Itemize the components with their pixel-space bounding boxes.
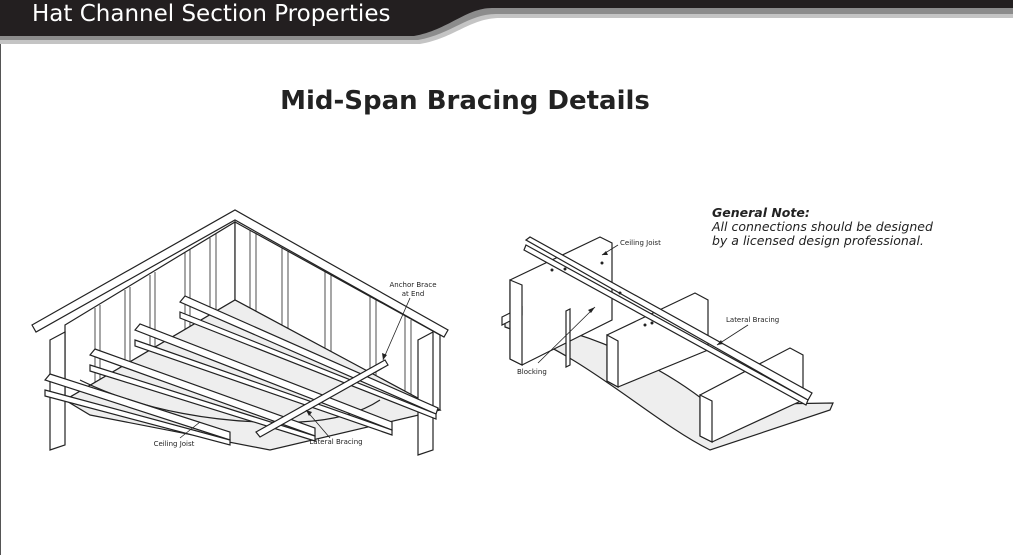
slide-left-border <box>0 44 1 555</box>
joist-4 <box>179 295 439 415</box>
label-lateral-bracing: Lateral Bracing <box>309 438 362 446</box>
right-wall-studs <box>249 230 412 396</box>
ceiling-joists <box>43 295 439 446</box>
right-lateral-bracing <box>524 236 813 401</box>
label-blocking: Blocking <box>517 368 547 376</box>
top-plate <box>31 209 449 338</box>
ceiling-joist-leader <box>179 421 201 439</box>
general-note: General Note: All connections should be … <box>712 206 972 248</box>
blocking-joist-2 <box>606 292 709 389</box>
left-corner-post <box>49 331 66 451</box>
note-heading: General Note: <box>712 205 810 220</box>
left-bracing-diagram: Anchor Brace at End Ceiling Joist Latera… <box>31 209 449 456</box>
note-body: All connections should be designed by a … <box>712 219 933 248</box>
anchor-brace-leader <box>382 297 411 361</box>
lateral-bracing-member <box>255 359 389 438</box>
joist-3 <box>134 323 393 431</box>
right-bracing-diagram: Ceiling Joist Lateral Bracing Blocking <box>501 236 834 451</box>
lateral-bracing-leader <box>305 409 331 439</box>
joist-2 <box>88 348 316 437</box>
lateral-bracing-leader-r <box>716 324 749 346</box>
label-ceiling-joist: Ceiling Joist <box>154 440 195 448</box>
label-anchor-brace-2: at End <box>402 290 425 298</box>
label-lateral-bracing-r: Lateral Bracing <box>726 316 779 324</box>
label-ceiling-joist-r: Ceiling Joist <box>620 239 661 247</box>
blocking-leader <box>537 306 596 364</box>
header-banner: Hat Channel Section Properties <box>0 0 1013 50</box>
label-anchor-brace-1: Anchor Brace <box>389 281 436 289</box>
page-title: Mid-Span Bracing Details <box>280 86 650 116</box>
joist-1 <box>43 373 231 441</box>
blocking-member <box>565 308 571 368</box>
blocking-joist-3 <box>699 347 804 443</box>
header-title: Hat Channel Section Properties <box>32 1 391 27</box>
right-corner-post <box>417 331 434 456</box>
header-swoosh <box>0 0 1013 44</box>
fasteners <box>550 261 654 327</box>
